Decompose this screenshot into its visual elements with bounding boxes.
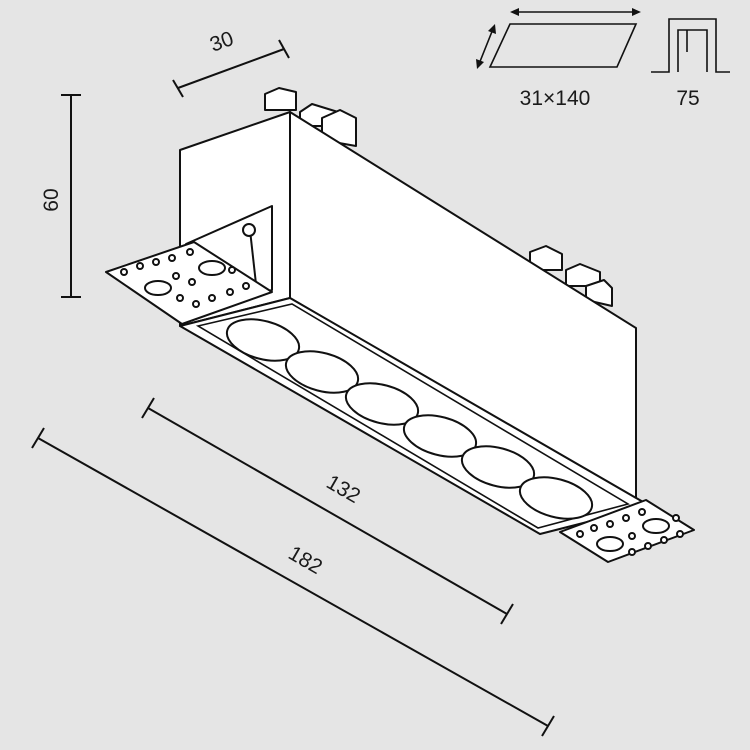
cutout-parallelogram	[488, 23, 638, 68]
flange-hole	[622, 514, 630, 522]
flange-hole	[638, 508, 646, 516]
flange-hole	[676, 530, 684, 538]
luminaire	[105, 87, 695, 563]
mounting-slot	[642, 518, 670, 534]
inner-length-tick-left	[141, 397, 155, 419]
arrow-head-right	[632, 8, 641, 16]
trim-inner-frame	[195, 303, 631, 529]
depth-label: 75	[676, 87, 699, 110]
bracket-screw-shaft	[249, 229, 257, 285]
cutout-label: 31×140	[520, 87, 591, 110]
bracket-screw-head	[242, 223, 256, 237]
flange-hole	[226, 288, 234, 296]
led-lens	[344, 382, 420, 426]
width-label: 30	[207, 27, 237, 57]
outer-length-label: 182	[284, 542, 326, 579]
width-dimension-tick-left	[172, 79, 184, 98]
led-lens	[518, 476, 594, 520]
outer-length-tick-left	[31, 427, 45, 449]
inner-length-dimension-line	[147, 407, 508, 615]
width-dimension-tick-right	[278, 39, 290, 59]
flange-hole	[644, 542, 652, 550]
led-lens	[402, 414, 478, 458]
flange-hole	[186, 248, 194, 256]
arrow-head-bottom	[476, 59, 484, 69]
cutout-icon: 31×140	[476, 8, 641, 110]
mounting-slot	[596, 536, 624, 552]
flange-hole	[228, 266, 236, 274]
outer-length-tick-right	[541, 715, 555, 737]
depth-inner-profile	[677, 29, 708, 72]
flange-hole	[242, 282, 250, 290]
height-label: 60	[40, 188, 63, 211]
led-lens	[284, 350, 360, 394]
right-flange-holes	[576, 508, 684, 556]
flange-hole	[208, 294, 216, 302]
outer-length-dimension-line	[37, 437, 549, 727]
flange-hole	[176, 294, 184, 302]
flange-hole	[172, 272, 180, 280]
top-clip-rear	[264, 87, 297, 111]
width-dimension: 30	[172, 27, 290, 98]
flange-hole	[188, 278, 196, 286]
flange-hole	[590, 524, 598, 532]
mounting-slot	[198, 260, 226, 276]
left-flange-holes	[120, 248, 250, 308]
flange-hole	[576, 530, 584, 538]
inner-length-tick-right	[500, 603, 514, 625]
flange-hole	[136, 262, 144, 270]
flange-hole	[606, 520, 614, 528]
mounting-slot	[144, 280, 172, 296]
flange-hole	[628, 532, 636, 540]
flange-hole	[120, 268, 128, 276]
flange-hole	[192, 300, 200, 308]
arrow-head-top	[488, 24, 496, 34]
flange-hole	[152, 258, 160, 266]
depth-outer-profile	[651, 18, 730, 73]
flange-hole	[168, 254, 176, 262]
inner-length-label: 132	[322, 471, 364, 508]
arrow-head-left	[510, 8, 519, 16]
right-mounting-flange	[559, 499, 695, 563]
flange-hole	[672, 514, 680, 522]
flange-hole	[660, 536, 668, 544]
led-lens	[225, 318, 301, 362]
height-dimension: 60	[40, 94, 81, 298]
flange-hole	[628, 548, 636, 556]
led-lens	[460, 445, 536, 489]
width-dimension-line	[177, 48, 285, 89]
depth-icon: 75	[651, 18, 730, 110]
led-lenses	[225, 318, 594, 520]
cutout-width-arrow	[478, 28, 494, 65]
